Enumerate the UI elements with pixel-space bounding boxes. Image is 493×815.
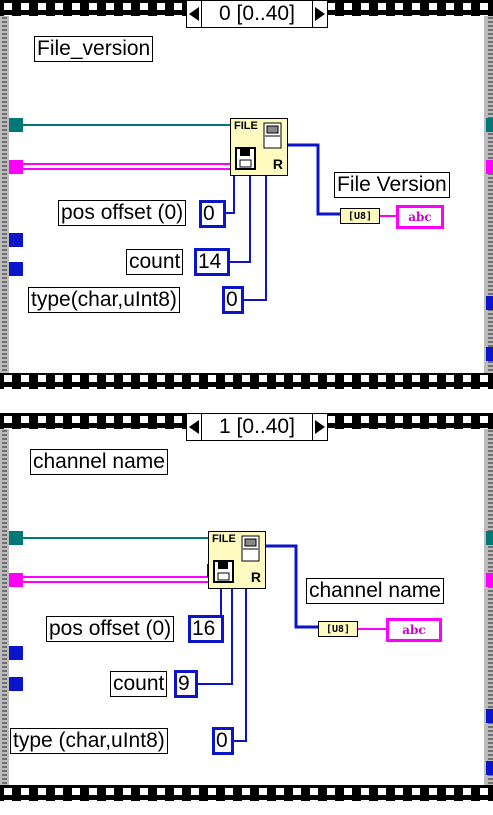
- read-file-node-icon[interactable]: FILE R: [208, 531, 266, 589]
- pos-offset-constant[interactable]: 16: [188, 615, 224, 643]
- frame-selector-label: 0 [0..40]: [201, 1, 313, 27]
- string-indicator[interactable]: abc: [386, 618, 442, 642]
- type-constant[interactable]: 0: [212, 727, 234, 755]
- case-selector[interactable]: 0 [0..40]: [186, 0, 328, 28]
- case-selector[interactable]: 1 [0..40]: [186, 413, 328, 441]
- read-file-node-icon[interactable]: FILE R: [230, 118, 288, 176]
- pos-offset-label: pos offset (0): [46, 616, 175, 642]
- file-drawer-icon: [263, 122, 282, 149]
- byte-array-to-string-icon[interactable]: [U8]: [318, 621, 358, 637]
- count-constant[interactable]: 14: [194, 248, 230, 276]
- type-constant[interactable]: 0: [222, 286, 244, 314]
- sequence-frame-0: 0 [0..40] File_version FILE R File Versi…: [0, 0, 493, 395]
- file-icon-text: FILE: [212, 533, 236, 545]
- floppy-disk-icon: [213, 560, 234, 583]
- frame-comment-label: channel name: [30, 449, 168, 475]
- tunnel-error: [9, 160, 23, 174]
- floppy-disk-icon: [235, 147, 256, 170]
- count-constant[interactable]: 9: [174, 670, 198, 698]
- pos-offset-constant[interactable]: 0: [199, 200, 226, 228]
- output-label: File Version: [334, 172, 450, 198]
- count-label: count: [126, 249, 184, 275]
- file-mode-text: R: [250, 569, 261, 585]
- next-frame-arrow-icon[interactable]: [313, 414, 327, 440]
- string-indicator[interactable]: abc: [396, 205, 444, 229]
- prev-frame-arrow-icon[interactable]: [187, 1, 201, 27]
- type-label: type (char,uInt8): [10, 728, 168, 754]
- byte-array-to-string-icon[interactable]: [U8]: [340, 208, 380, 224]
- count-label: count: [110, 671, 168, 697]
- frame-selector-label: 1 [0..40]: [201, 414, 313, 440]
- prev-frame-arrow-icon[interactable]: [187, 414, 201, 440]
- next-frame-arrow-icon[interactable]: [313, 1, 327, 27]
- file-icon-text: FILE: [234, 120, 258, 132]
- tunnel-refnum: [9, 118, 23, 132]
- file-drawer-icon: [241, 535, 260, 562]
- file-mode-text: R: [272, 156, 283, 172]
- output-label: channel name: [306, 578, 444, 604]
- frame-comment-label: File_version: [34, 36, 154, 62]
- string-wire: [286, 143, 340, 216]
- sequence-frame-1: 1 [0..40] channel name FILE R channel na…: [0, 413, 493, 815]
- pos-offset-label: pos offset (0): [58, 200, 187, 226]
- type-label: type(char,uInt8): [28, 287, 180, 313]
